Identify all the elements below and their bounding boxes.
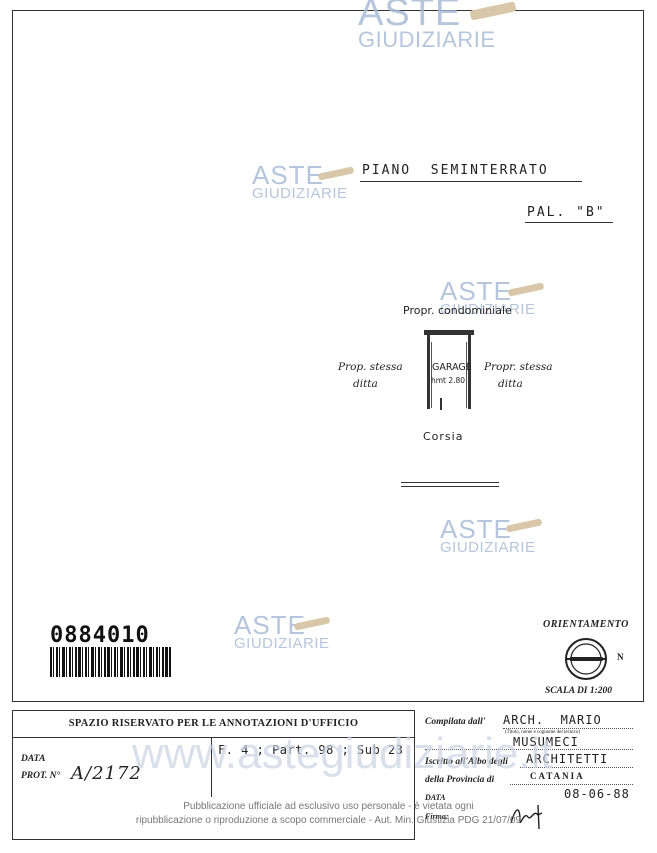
barcode-number: 0884010 xyxy=(50,623,150,648)
province-label: della Provincia di xyxy=(425,775,495,785)
signature xyxy=(510,804,543,830)
garage-inner-right xyxy=(466,342,467,408)
compass-icon xyxy=(565,638,607,680)
compiled-name-1: ARCH. MARIO xyxy=(503,713,602,727)
building-label: PAL. "B" xyxy=(527,205,606,220)
watermark-line2: GIUDIZIARIE xyxy=(234,635,330,653)
drawing-title: PIANO SEMINTERRATO xyxy=(362,163,549,178)
garage-door-mark xyxy=(440,398,442,410)
east-owner-label-1: Propr. stessa xyxy=(484,361,553,373)
watermark-url: www.astegiudiziarie.it xyxy=(132,729,553,778)
building-underline xyxy=(525,222,613,223)
office-box-header: SPAZIO RISERVATO PER LE ANNOTAZIONI D'UF… xyxy=(13,711,414,738)
watermark-logo-2: ASTE GIUDIZIARIE xyxy=(252,160,348,203)
compiled-dotline-2 xyxy=(425,749,633,750)
province-value: CATANIA xyxy=(530,771,585,781)
date-value: 08-06-88 xyxy=(564,787,630,801)
compiled-name-2: MUSUMECI xyxy=(513,735,579,749)
watermark-line1: ASTE xyxy=(440,514,512,544)
data-label: DATA xyxy=(21,754,46,764)
province-dotline xyxy=(510,784,633,785)
watermark-logo-3: ASTE GIUDIZIARIE xyxy=(440,276,536,319)
compiled-hint: (Titolo, nome e cognome del tecnico) xyxy=(505,730,581,735)
albo-value: ARCHITETTI xyxy=(526,752,609,766)
watermark-logo-5: ASTE GIUDIZIARIE xyxy=(234,610,330,653)
north-wall xyxy=(424,330,474,335)
corridor-label: Corsia xyxy=(423,430,464,443)
garage-height-label: hmt 2.80 xyxy=(431,376,466,385)
compiled-dotline xyxy=(503,728,633,729)
watermark-line2: GIUDIZIARIE xyxy=(358,27,496,53)
albo-label: Iscritto all'Albo degli xyxy=(425,757,508,767)
garage-inner-left xyxy=(431,342,432,408)
east-owner-label-2: ditta xyxy=(498,378,523,390)
title-underline xyxy=(360,181,582,182)
cadastral-reference: F. 4 ; Part. 98 ; Sub 23 xyxy=(218,743,404,757)
date-label: DATA xyxy=(425,793,446,802)
north-label: N xyxy=(617,652,624,662)
watermark-line1: ASTE xyxy=(358,0,462,34)
watermark-line1: ASTE xyxy=(440,276,512,306)
watermark-logo-top: ASTE GIUDIZIARIE xyxy=(358,0,496,53)
scale-bar xyxy=(401,482,499,487)
barcode xyxy=(50,647,171,677)
footer-line-1: Pubblicazione ufficiale ad esclusivo uso… xyxy=(183,801,474,812)
watermark-line1: ASTE xyxy=(234,610,306,640)
footer-line-2: ripubblicazione o riproduzione a scopo c… xyxy=(135,815,522,826)
watermark-line2: GIUDIZIARIE xyxy=(252,185,348,203)
orientation-title: ORIENTAMENTO xyxy=(543,619,629,630)
prot-label: PROT. N° xyxy=(21,771,61,781)
watermark-line2: GIUDIZIARIE xyxy=(440,539,536,557)
scale-label: SCALA DI 1:200 xyxy=(545,686,613,696)
albo-dotline xyxy=(520,767,633,768)
watermark-line1: ASTE xyxy=(252,160,324,190)
watermark-logo-4: ASTE GIUDIZIARIE xyxy=(440,514,536,557)
compiled-label: Compilata dall' xyxy=(425,717,486,727)
office-annotations-box: SPAZIO RISERVATO PER LE ANNOTAZIONI D'UF… xyxy=(12,710,415,840)
signature-label: Firma: xyxy=(425,812,449,821)
drawing-frame xyxy=(12,10,644,702)
west-owner-label-2: ditta xyxy=(353,378,378,390)
office-box-divider xyxy=(211,737,212,797)
north-owner-label: Propr. condominiale xyxy=(403,304,512,317)
watermark-line2: GIUDIZIARIE xyxy=(440,301,536,319)
west-owner-label-1: Prop. stessa xyxy=(338,361,403,373)
garage-room xyxy=(427,333,471,409)
garage-label: GARAGE xyxy=(432,362,472,373)
prot-value: A/2172 xyxy=(71,763,142,784)
